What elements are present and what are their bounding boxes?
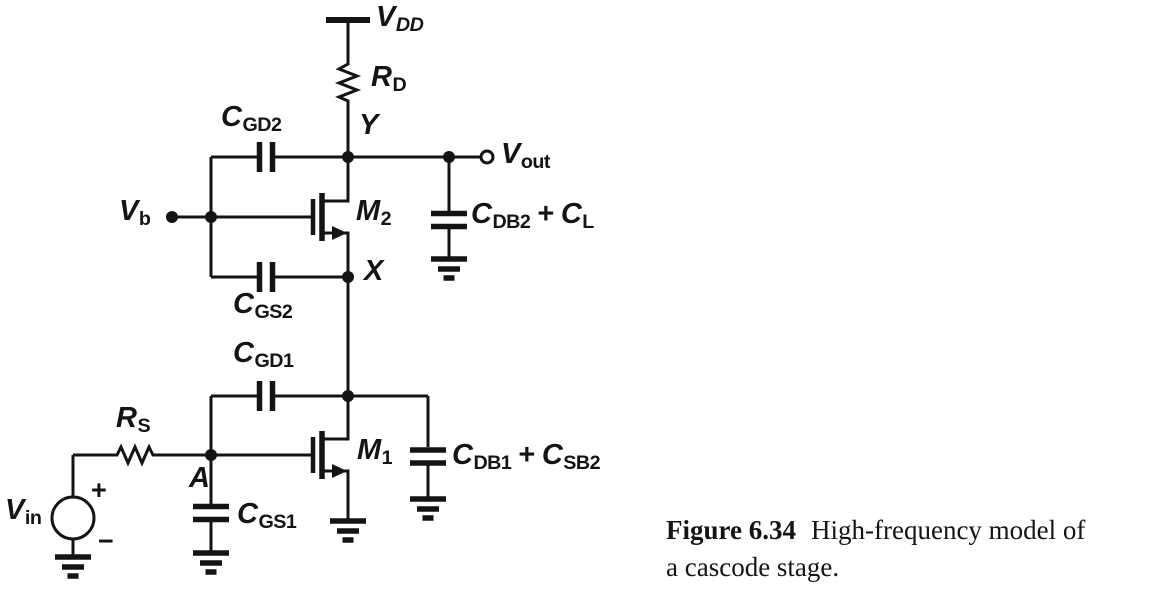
- vout-terminal-circle: [479, 149, 495, 165]
- vdd-rail-symbol: [326, 17, 370, 61]
- ground-symbol-m1-source: [330, 518, 366, 543]
- label-cgs2: CGS2: [233, 288, 293, 323]
- label-cgd1: CGD1: [233, 337, 294, 372]
- label-cdb2-cl: CDB2+CL: [471, 198, 594, 233]
- capacitor-cgd1-symbol: [209, 381, 354, 455]
- vin-source-symbol: [50, 495, 96, 579]
- vin-minus-sign: −: [98, 526, 114, 556]
- capacitor-cdb1-csb2-symbol: [410, 447, 446, 521]
- vin-plus-sign: +: [91, 475, 107, 505]
- figure-caption: Figure 6.34 High-frequency model of a cas…: [666, 512, 1174, 586]
- resistor-rs-symbol: [71, 443, 211, 497]
- label-cgd2: CGD2: [221, 101, 282, 136]
- caption-text-line2: a cascode stage.: [666, 552, 840, 582]
- resistor-rd-symbol: [334, 61, 362, 157]
- mosfet-m1-symbol: [211, 396, 366, 543]
- ground-symbol-vin: [55, 554, 91, 579]
- label-rd: RD: [371, 61, 407, 96]
- label-cgs1: CGS1: [237, 498, 297, 533]
- node-x-dot: [342, 271, 354, 396]
- label-m1: M1: [357, 434, 393, 469]
- label-vin: Vin: [5, 494, 42, 529]
- caption-figure-number: Figure 6.34: [666, 515, 796, 545]
- label-vout: Vout: [501, 138, 550, 173]
- label-rs: RS: [116, 402, 151, 437]
- mosfet-m2-symbol: [310, 157, 350, 277]
- m1-source-arrow: [332, 464, 347, 478]
- caption-text-line1: High-frequency model of: [811, 515, 1086, 545]
- label-node-x: X: [364, 255, 383, 287]
- label-node-y: Y: [359, 109, 378, 141]
- wire-to-cdb1: [348, 394, 430, 447]
- label-cdb1-csb2: CDB1+CSB2: [452, 439, 601, 474]
- ground-symbol-cdb1: [410, 496, 446, 521]
- capacitor-cdb2-cl-symbol: [431, 157, 467, 281]
- ground-symbol-cdb2: [431, 256, 467, 281]
- capacitor-cgs1-symbol: [193, 455, 229, 575]
- vb-terminal-and-junction: [166, 157, 313, 277]
- label-m2: M2: [356, 195, 392, 230]
- label-vdd: VDD: [376, 1, 424, 36]
- capacitor-cgd2-symbol: [211, 142, 348, 172]
- ground-symbol-cgs1: [193, 550, 229, 575]
- m2-source-arrow: [332, 226, 347, 240]
- label-node-a: A: [189, 462, 210, 494]
- label-vb: Vb: [119, 195, 151, 230]
- wire-y-to-vout: [348, 149, 495, 165]
- capacitor-cgs2-symbol: [211, 262, 348, 292]
